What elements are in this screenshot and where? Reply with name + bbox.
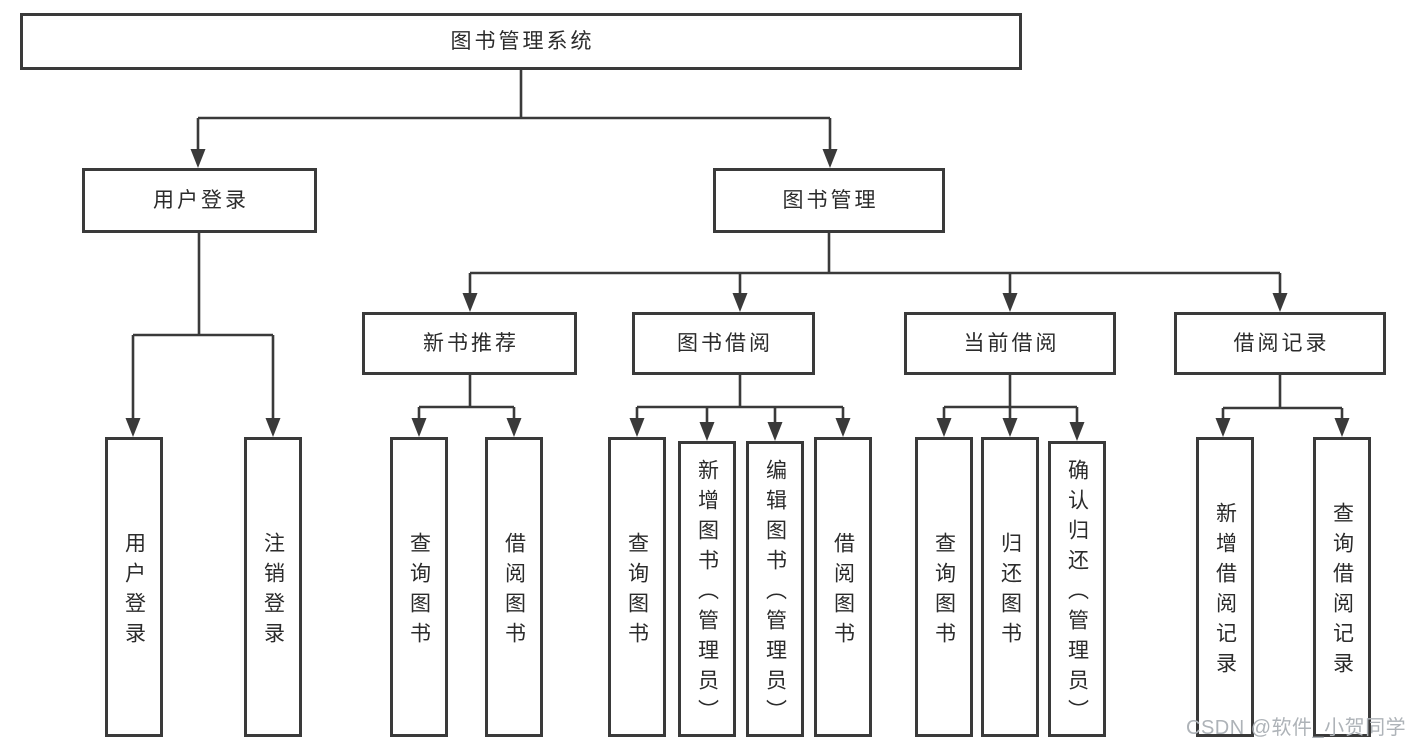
connector-book-mgmt-to-level3	[462, 233, 1288, 312]
connector-user-login-children	[125, 233, 281, 437]
node-bb-edit-book-admin: 编辑图书（管理员）	[746, 441, 804, 737]
csdn-watermark: CSDN @软件_小贺同学	[1186, 717, 1405, 739]
node-nbr-query-book: 查询图书	[390, 437, 448, 737]
node-br-add-record: 新增借阅记录	[1196, 437, 1254, 737]
node-bb-add-book-admin: 新增图书（管理员）	[678, 441, 736, 737]
node-nbr-borrow-book: 借阅图书	[485, 437, 543, 737]
connector-root-to-level2	[190, 70, 838, 168]
node-logout-login: 注销登录	[244, 437, 302, 737]
node-br-query-record: 查询借阅记录	[1313, 437, 1371, 737]
node-borrow-records: 借阅记录	[1174, 312, 1386, 375]
node-user-login-group: 用户登录	[82, 168, 317, 233]
node-cb-query-book: 查询图书	[915, 437, 973, 737]
node-new-book-recommendation: 新书推荐	[362, 312, 577, 375]
node-bb-borrow-book: 借阅图书	[814, 437, 872, 737]
node-current-borrowing: 当前借阅	[904, 312, 1116, 375]
node-cb-confirm-return-admin: 确认归还（管理员）	[1048, 441, 1106, 737]
connector-current-borrow-children	[936, 375, 1085, 441]
connector-book-borrow-children	[629, 375, 851, 441]
node-bb-query-book: 查询图书	[608, 437, 666, 737]
node-library-system: 图书管理系统	[20, 13, 1022, 70]
connector-new-book-rec-children	[411, 375, 522, 437]
node-cb-return-book: 归还图书	[981, 437, 1039, 737]
node-book-borrowing: 图书借阅	[632, 312, 815, 375]
node-book-management: 图书管理	[713, 168, 945, 233]
node-user-login: 用户登录	[105, 437, 163, 737]
connector-borrow-records-children	[1215, 375, 1350, 437]
